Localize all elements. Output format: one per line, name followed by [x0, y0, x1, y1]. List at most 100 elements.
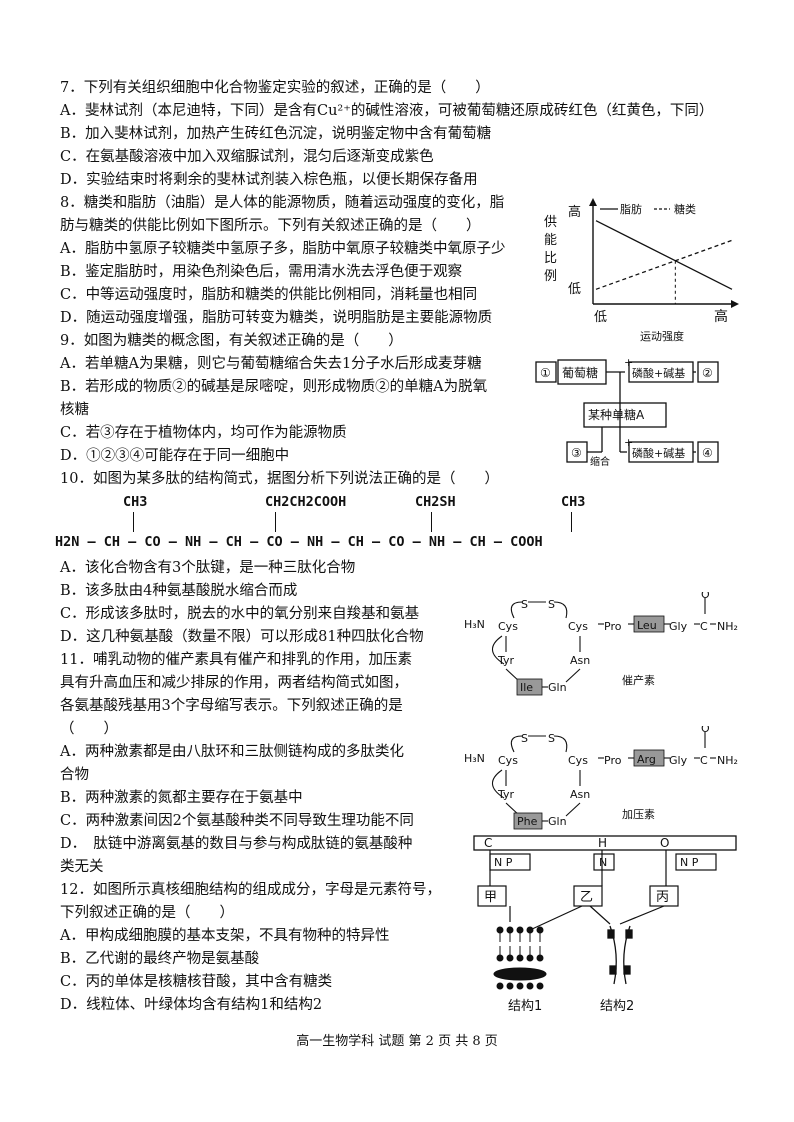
vaso-s1: S — [521, 732, 528, 745]
label-jia: 甲 — [484, 890, 497, 905]
oxytocin-name: 催产素 — [622, 673, 655, 687]
q8-option-c: C．中等运动强度时，脂肪和糖类的供能比例相同，消耗量也相同 — [60, 287, 478, 303]
q9-option-a: A．若单糖A为果糖，则它与葡萄糖缩合失去1分子水后形成麦芽糖 — [60, 356, 482, 372]
legend-sugar-label: 糖类 — [674, 202, 696, 216]
y-axis-low: 低 — [568, 282, 581, 297]
element-c: C — [484, 836, 492, 850]
n-only: N — [599, 856, 607, 869]
oxy-nh2: NH₂ — [717, 620, 738, 633]
oxy-pro: Pro — [604, 620, 622, 633]
oxy-s1: S — [521, 598, 528, 611]
plus-bottom: + — [624, 436, 633, 449]
label-structure-1: 结构1 — [508, 999, 542, 1014]
peptide-main-chain: H2N — CH — CO — NH — CH — CO — NH — CH —… — [55, 534, 543, 550]
vaso-c: C — [700, 754, 708, 767]
q10-option-c: C．形成该多肽时，脱去的水中的氧分别来自羧基和氨基 — [60, 606, 420, 622]
label-n4: ④ — [702, 446, 713, 460]
legend-fat-label: 脂肪 — [620, 202, 642, 216]
oxy-s2: S — [548, 598, 555, 611]
x-axis-high: 高 — [714, 308, 728, 325]
label-condense: 缩合 — [590, 455, 610, 468]
x-axis-label: 运动强度 — [640, 329, 684, 343]
vaso-nh2: NH₂ — [717, 754, 738, 767]
q7-option-c: C．在氨基酸溶液中加入双缩脲试剂，混匀后逐渐变成紫色 — [60, 149, 434, 165]
oxy-asn: Asn — [570, 654, 590, 667]
vasopressin-name: 加压素 — [622, 808, 655, 821]
y-axis-label-1: 供 — [544, 215, 557, 230]
oxy-gly: Gly — [669, 620, 688, 633]
oxytocin-leu-highlight — [633, 615, 665, 633]
r-group-3: CH2SH — [415, 494, 456, 510]
label-phos-base-top: 磷酸+碱基 — [632, 366, 685, 380]
vaso-gln: Gln — [548, 815, 567, 828]
bond-4 — [571, 512, 572, 532]
vaso-cys1: Cys — [498, 754, 518, 767]
page-footer: 高一生物学科 试题 第 2 页 共 8 页 — [296, 1034, 498, 1049]
q8-stem-line1: 8．糖类和脂肪（油脂）是人体的能源物质，随着运动强度的变化，脂 — [60, 195, 505, 211]
q10-option-a: A．该化合物含有3个肽键，是一种三肽化合物 — [60, 560, 356, 576]
oxy-gln: Gln — [548, 681, 567, 694]
q10-option-d: D．这几种氨基酸（数量不限）可以形成81种四肽化合物 — [60, 629, 424, 645]
q11-option-b: B．两种激素的氮都主要存在于氨基中 — [60, 790, 303, 806]
x-axis-arrow — [731, 300, 739, 308]
q9-option-d: D．①②③④可能存在于同一细胞中 — [60, 448, 290, 464]
oxy-leu: Leu — [637, 619, 657, 632]
y-axis-high: 高 — [568, 204, 581, 220]
q7-option-d: D．实验结束时将剩余的斐林试剂装入棕色瓶，以便长期保存备用 — [60, 172, 478, 188]
label-glucose: 葡萄糖 — [562, 365, 598, 380]
q10-stem: 10．如图为某多肽的结构简式，据图分析下列说法正确的是（ ） — [60, 471, 499, 487]
q12-option-b: B．乙代谢的最终产物是氨基酸 — [60, 951, 260, 967]
oxy-c: C — [700, 620, 708, 633]
series-fat-line — [595, 220, 733, 290]
box-n2 — [697, 361, 719, 383]
structure-2-chromosome — [607, 925, 633, 985]
y-axis-label-2: 能 — [544, 233, 557, 248]
oxy-o: O — [701, 592, 710, 601]
q11-stem-line4: （ ） — [60, 721, 118, 737]
q7-option-b: B．加入斐林试剂，加热产生砖红色沉淀，说明鉴定物中含有葡萄糖 — [60, 126, 492, 142]
vaso-h3n: H₃N — [464, 752, 485, 765]
structure-1-membrane — [493, 926, 547, 990]
oxytocin-structure: S S H₃N Cys Cys Pro Leu Gly C O NH₂ Tyr … — [464, 592, 738, 696]
vasopressin-arg-highlight — [633, 749, 665, 767]
q11-option-a-line1: A．两种激素都是由八肽环和三肽侧链构成的多肽类化 — [60, 744, 404, 760]
q8-option-d: D．随运动强度增强，脂肪可转变为糖类，说明脂肪是主要能源物质 — [60, 310, 493, 326]
q8-stem-line2: 肪与糖类的供能比例如下图所示。下列有关叙述正确的是（ ） — [60, 218, 481, 234]
q11-stem-line3: 各氨基酸残基用3个字母缩写表示。下列叙述正确的是 — [60, 698, 403, 714]
cell-structure-composition-diagram: C H O N P N N P 甲 乙 丙 结构1 结构2 — [473, 835, 737, 1014]
np-2: N P — [680, 856, 699, 869]
plus-top: + — [624, 356, 633, 369]
bond-3 — [431, 512, 432, 532]
vasopressin-structure: S S H₃N Cys Cys Pro Arg Gly C O NH₂ Tyr … — [464, 726, 738, 830]
oxy-h3n: H₃N — [464, 618, 485, 631]
oxy-cys2: Cys — [568, 620, 588, 633]
oxy-tyr: Tyr — [497, 654, 515, 667]
q11-stem-line1: 11．哺乳动物的催产素具有催产和排乳的作用，加压素 — [60, 652, 412, 668]
oxy-cys1: Cys — [498, 620, 518, 633]
q7-option-a: A．斐林试剂（本尼迪特，下同）是含有Cu²⁺的碱性溶液，可被葡萄糖还原成砖红色（… — [60, 103, 714, 119]
vaso-arg: Arg — [637, 753, 656, 766]
element-bar — [473, 835, 737, 851]
vaso-tyr: Tyr — [497, 788, 515, 801]
peptide-structure: CH3 CH2CH2COOH CH2SH CH3 H2N — CH — CO —… — [55, 494, 715, 556]
vaso-o: O — [701, 726, 710, 735]
bond-1 — [133, 512, 134, 532]
vaso-gly: Gly — [669, 754, 688, 767]
vaso-cys2: Cys — [568, 754, 588, 767]
q9-stem: 9．如图为糖类的概念图，有关叙述正确的是（ ） — [60, 333, 403, 349]
energy-ratio-chart: 供 能 比 例 高 低 低 高 运动强度 脂肪 糖类 — [544, 198, 739, 343]
q11-option-d-line2: 类无关 — [60, 859, 104, 875]
vaso-pro: Pro — [604, 754, 622, 767]
box-n4 — [697, 441, 719, 463]
vasopressin-phe-highlight — [513, 812, 543, 830]
label-yi: 乙 — [580, 890, 593, 905]
element-h: H — [598, 836, 607, 850]
series-sugar-line — [595, 239, 733, 290]
box-n1 — [535, 361, 557, 383]
label-n2: ② — [702, 366, 713, 380]
label-bing: 丙 — [656, 890, 669, 905]
vaso-asn: Asn — [570, 788, 590, 801]
box-mono-a — [583, 402, 667, 428]
label-mono-a: 某种单糖A — [588, 407, 645, 422]
q11-option-c: C．两种激素间因2个氨基酸种类不同导致生理功能不同 — [60, 813, 414, 829]
